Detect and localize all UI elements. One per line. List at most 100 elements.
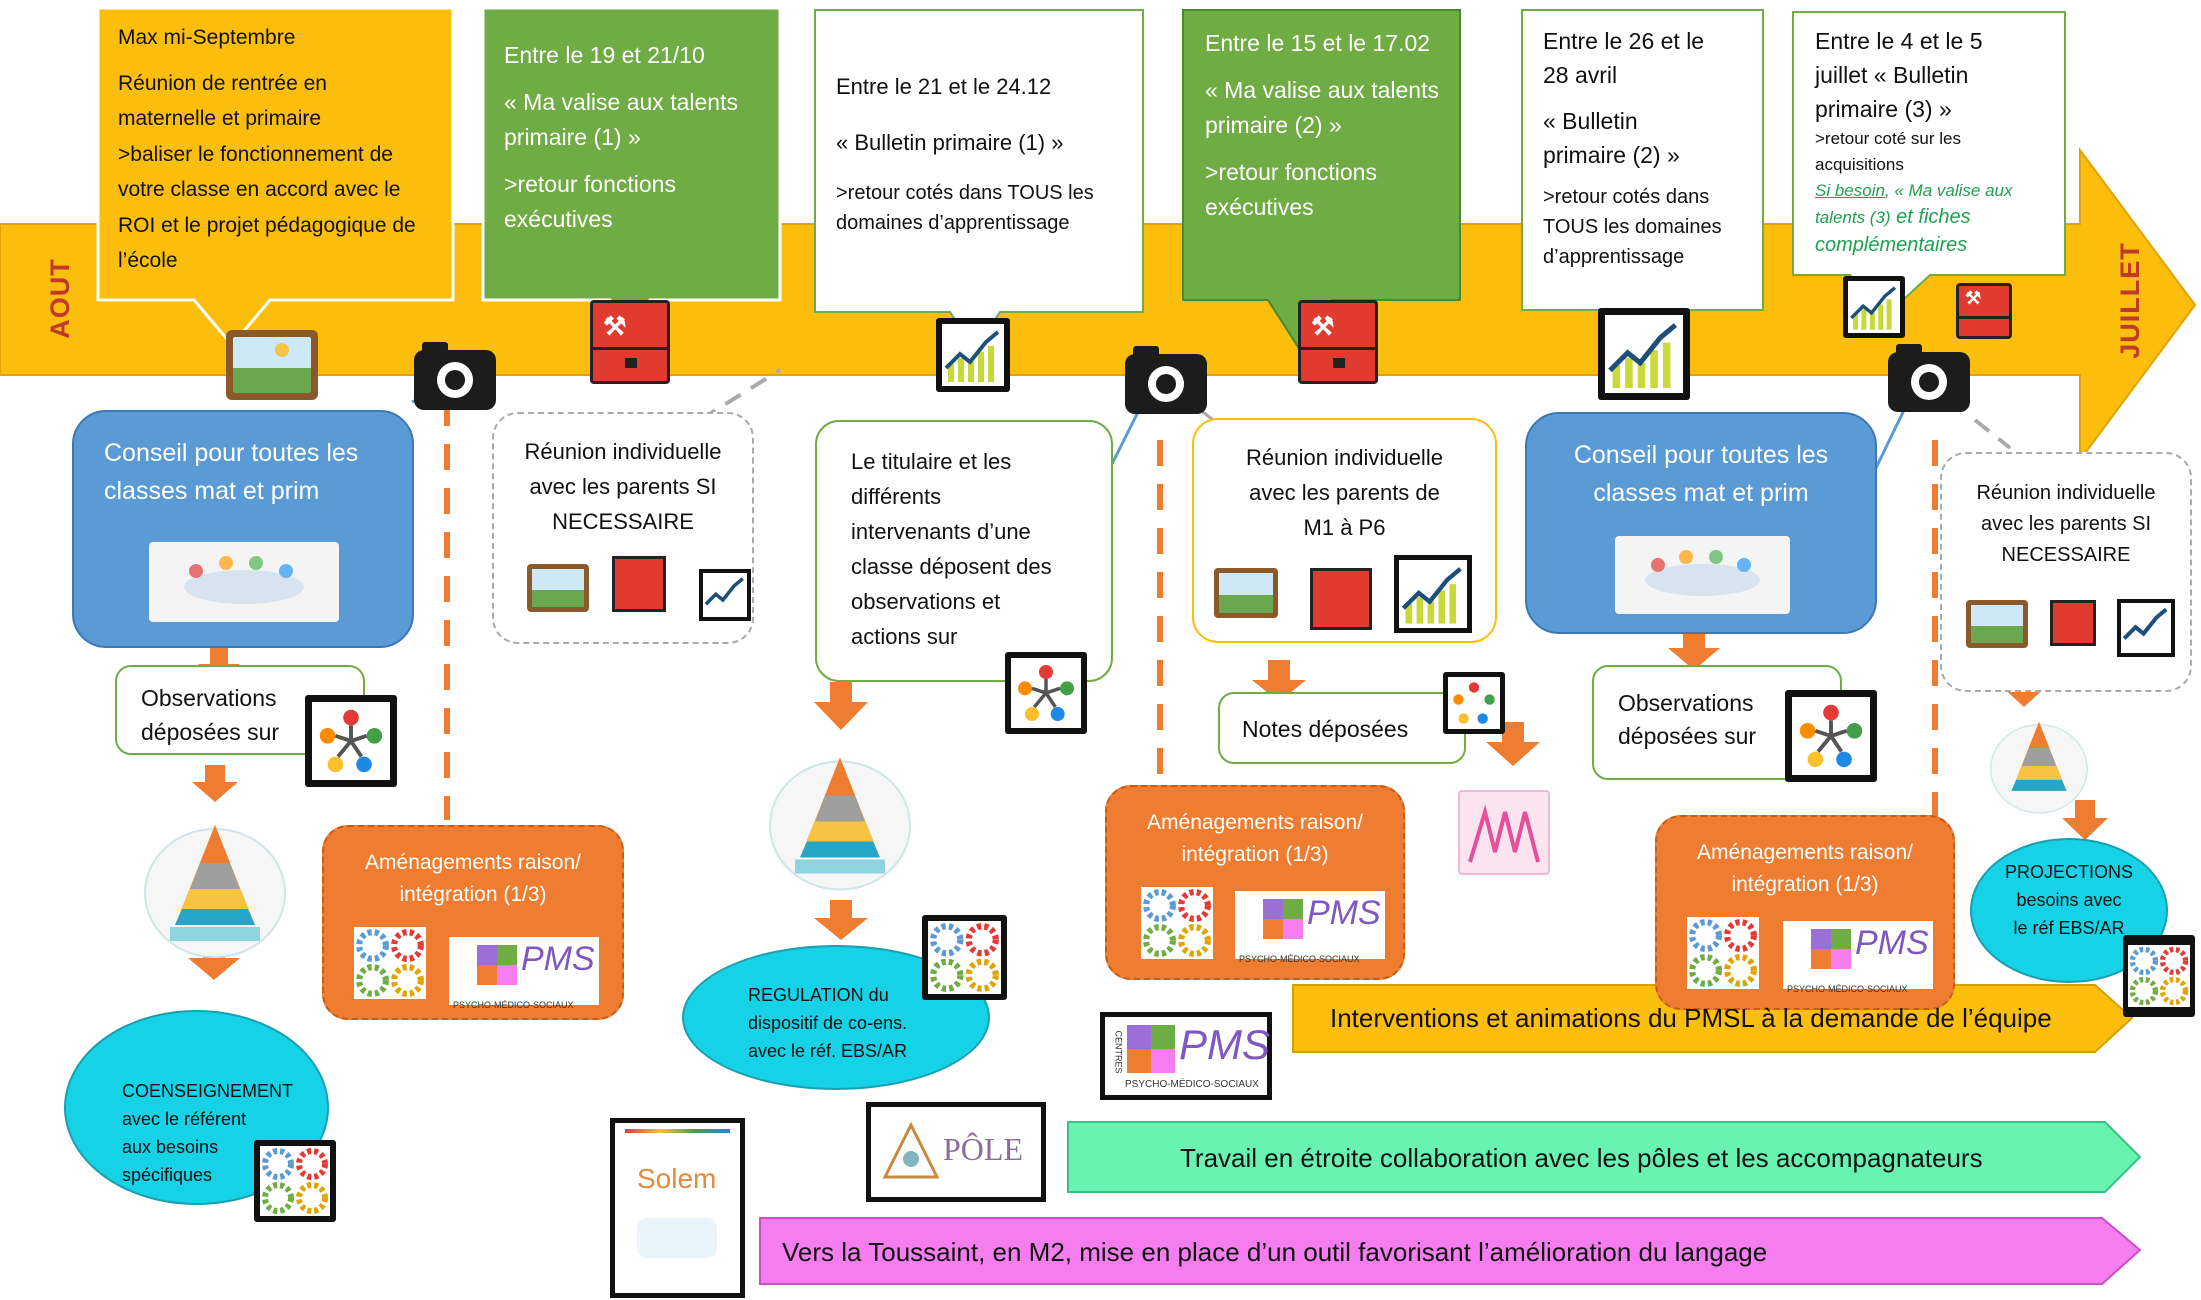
pms-subtitle: PSYCHO-MÉDICO-SOCIAUX [1125,1079,1259,1090]
callout-text: primaire (3) » [1815,96,1952,122]
titulaire-text: classe déposent des [851,554,1052,579]
callout-optional-line: Si besoin, « Ma valise aux [1815,178,2063,204]
chart-up-icon [1394,555,1472,633]
pms-logo: PMS PSYCHO-MÉDICO-SOCIAUX [1235,891,1385,964]
callout-text: l’école [118,249,178,272]
callout-text: talents (3) [1815,208,1891,227]
callout-rentree: Max mi-Septembre Réunion de rentrée en m… [118,20,448,279]
callout-text: « Bulletin [1543,108,1638,134]
reunion-text: Réunion individuelle [1246,445,1443,470]
meeting-icon [149,542,339,622]
meeting-icon [1615,536,1790,614]
chart-up-icon [936,318,1010,392]
amenagements-text: Aménagements raison/ [1147,811,1363,834]
observations-text: déposées sur [1618,723,1757,749]
callout-date: Entre le 21 et le 24.12 [836,74,1052,99]
pms-letters: PMS [1855,924,1929,962]
amenagements-text: intégration (1/3) [1181,843,1329,866]
callout-bulletin-2: Entre le 26 et le 28 avril « Bulletin pr… [1543,24,1758,272]
callout-text: ROI et le projet pédagogique de [118,213,416,237]
pms-letters: PMS [521,940,595,978]
picture-icon [527,564,589,612]
callout-text: >retour coté sur les [1815,129,1961,148]
reunion-text: Réunion individuelle [524,439,722,464]
camera-icon [1888,344,1970,412]
amenagements-box-1: Aménagements raison/ intégration (1/3) P… [322,825,624,1020]
callout-valise-2: Entre le 15 et le 17.02 « Ma valise aux … [1205,26,1455,225]
pmsl-banner-text: Interventions et animations du PMSL à la… [1330,1003,2052,1033]
notes-box: Notes déposées [1218,692,1466,764]
pms-logo: PMS PSYCHO-MÉDICO-SOCIAUX [1783,921,1933,994]
reunion-box-2: Réunion individuelle avec les parents de… [1192,418,1497,643]
observations-text: déposées sur [141,719,280,745]
callout-text: Réunion de rentrée en [118,71,327,95]
people-network-icon [305,695,397,787]
callout-text: exécutives [1205,194,1314,220]
callout-bulletin-1: Entre le 21 et le 24.12 « Bulletin prima… [836,72,1136,238]
reunion-text: avec les parents SI [529,474,717,499]
coens-text: COENSEIGNEMENT [122,1081,294,1101]
callout-date: 28 avril [1543,62,1618,88]
pyramid-icon [1985,715,2093,815]
gears-icon [254,1140,336,1222]
callout-text: TOUS les domaines [1543,216,1722,238]
toussaint-banner-text: Vers la Toussaint, en M2, mise en place … [782,1237,1768,1267]
pole-logo: PÔLE [866,1102,1046,1202]
pms-letters: PMS [1179,1021,1271,1068]
amenagements-text: intégration (1/3) [399,883,547,906]
picture-icon [1214,568,1278,618]
callout-text: , « Ma valise aux [1884,181,2013,200]
pms-letters: PMS [1307,894,1381,932]
coens-text: aux besoins [122,1137,219,1157]
people-network-icon [1005,652,1087,734]
gears-icon [354,927,426,999]
reunion-box-1: Réunion individuelle avec les parents SI… [492,412,754,644]
banner-poles-shape [1067,1121,2142,1193]
pms-logo: CENTRES PMS PSYCHO-MÉDICO-SOCIAUX [1100,1012,1272,1100]
pyramid-icon [765,745,915,895]
conseil-text: Conseil pour toutes les [1573,441,1829,469]
banner-toussaint-shape [759,1217,2142,1285]
titulaire-text: actions sur [851,624,958,649]
callout-optional-line: talents (3) et fiches [1815,204,2063,231]
observations-text: Observations [1618,690,1754,716]
callout-date: Entre le 19 et 21/10 [504,42,705,68]
titulaire-text: intervenants d’une [851,519,1031,544]
regulation-text: REGULATION du [748,985,889,1005]
callout-date: Entre le 15 et le 17.02 [1205,30,1431,56]
projections-text: besoins avec [2016,890,2122,910]
gears-icon [922,915,1007,1000]
toolbox-icon: ⚒ [1298,300,1378,384]
poles-banner-text: Travail en étroite collaboration avec le… [1180,1143,1983,1173]
callout-text: >retour fonctions [1205,159,1377,185]
callout-bulletin-3: Entre le 4 et le 5 juillet « Bulletin pr… [1815,24,2063,259]
pms-logo: PMS PSYCHO-MÉDICO-SOCIAUX [449,937,599,1010]
reunion-text: NECESSAIRE [2001,544,2131,566]
callout-text: primaire (2) » [1543,142,1680,168]
callout-text: complémentaires [1815,234,1968,256]
solem-title: Solem [637,1163,717,1194]
pms-subtitle: PSYCHO-MÉDICO-SOCIAUX [1239,954,1360,964]
conseil-text: classes mat et prim [104,477,320,505]
si-besoin-text: Si besoin [1815,181,1885,200]
gears-icon [1141,887,1213,959]
gears-icon [1687,917,1759,989]
callout-date: Entre le 26 et le [1543,28,1705,54]
coens-text: spécifiques [122,1165,213,1185]
notes-text: Notes déposées [1242,716,1409,742]
gears-icon [2123,935,2195,1017]
callout-c1-shape [96,6,455,348]
callout-title: Max mi-Septembre [118,26,296,49]
regulation-text: dispositif de co-ens. [748,1013,908,1033]
callout-text: « Ma valise aux talents [504,89,738,115]
connector-line [1973,418,2012,450]
pyramid-icon [140,815,290,960]
pms-subtitle: PSYCHO-MÉDICO-SOCIAUX [1787,984,1908,994]
amenagements-box-3: Aménagements raison/ intégration (1/3) P… [1655,815,1955,1010]
amenagements-text: Aménagements raison/ [1697,841,1913,864]
end-label: JUILLET [2114,242,2145,359]
picture-icon [226,330,318,400]
amenagements-text: intégration (1/3) [1731,873,1879,896]
reunion-text: NECESSAIRE [552,509,694,534]
chart-up-icon [699,569,751,621]
